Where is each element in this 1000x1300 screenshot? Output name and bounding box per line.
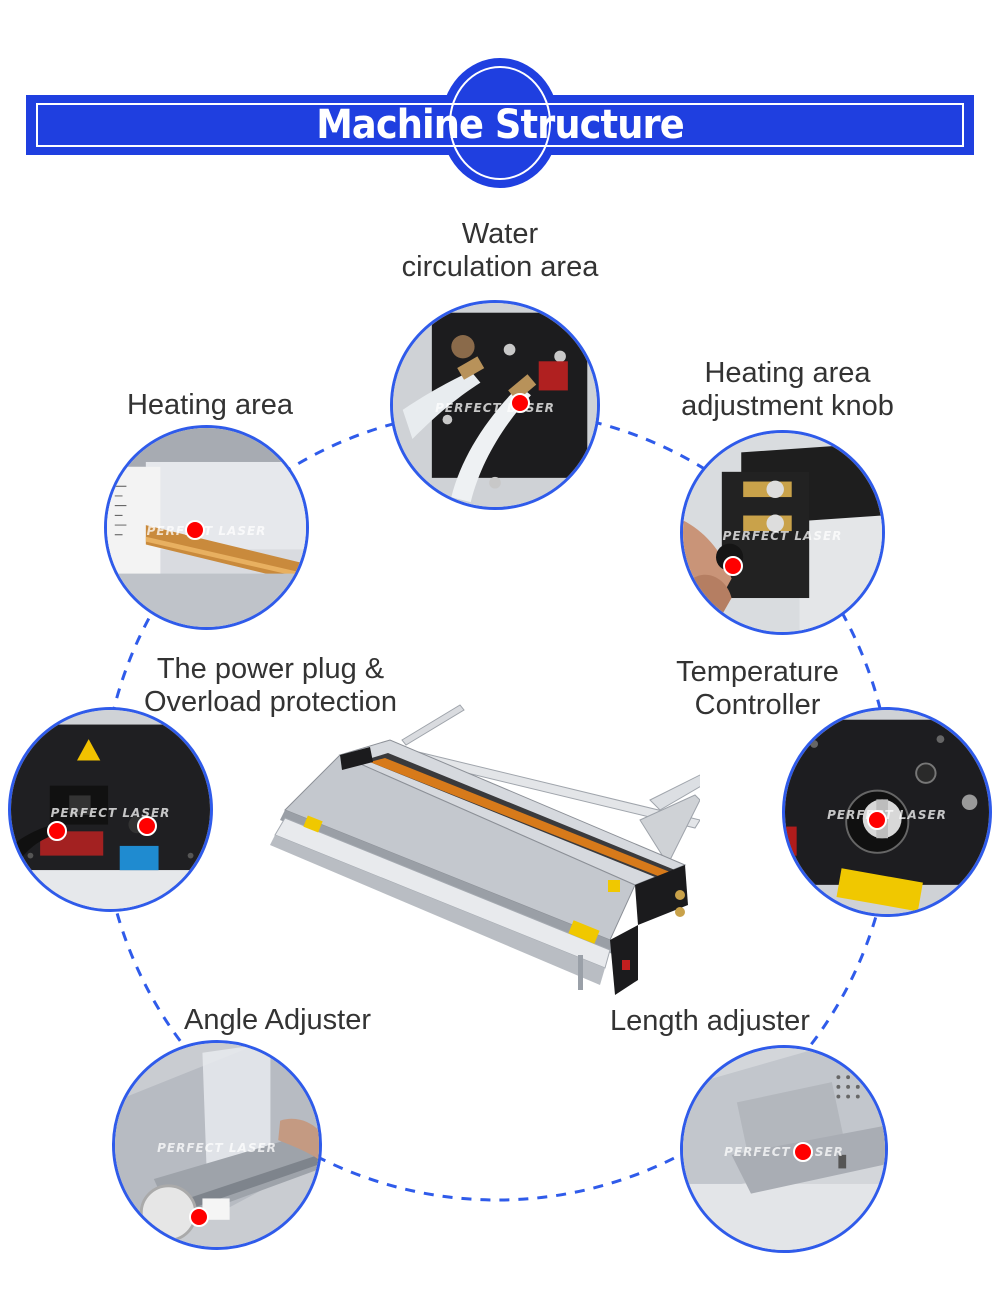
photo-power-plug: PERFECT LASER (8, 707, 213, 912)
page-title: Machine Structure (316, 102, 684, 148)
label-heating-area: Heating area (126, 389, 294, 421)
photo-angle-adjuster: PERFECT LASER (112, 1040, 322, 1250)
photo-adjustment-knob: PERFECT LASER (680, 430, 885, 635)
watermark-text: PERFECT LASER (827, 807, 947, 822)
marker-dot (47, 821, 67, 841)
marker-dot (137, 816, 157, 836)
watermark-text: PERFECT LASER (157, 1140, 277, 1155)
photo-heating-area: PERFECT LASER (104, 425, 309, 630)
watermark-text: PERFECT LASER (722, 528, 843, 543)
watermark-text: PERFECT LASER (435, 400, 555, 415)
marker-dot (510, 393, 530, 413)
watermark-text: PERFECT LASER (724, 1144, 844, 1159)
photo-temperature-controller: PERFECT LASER (782, 707, 992, 917)
marker-dot (185, 520, 205, 540)
watermark-text: PERFECT LASER (146, 523, 267, 538)
banner-disc-ring (449, 66, 551, 180)
marker-dot (723, 556, 743, 576)
label-angle-adjuster: Angle Adjuster (183, 1004, 371, 1036)
label-power-plug: The power plug &Overload protection (143, 653, 398, 718)
photo-length-adjuster: PERFECT LASER (680, 1045, 888, 1253)
watermark-text: PERFECT LASER (50, 805, 171, 820)
marker-dot (793, 1142, 813, 1162)
photo-water-circulation: PERFECT LASER (390, 300, 600, 510)
machine-illustration (270, 704, 700, 995)
marker-dot (867, 810, 887, 830)
marker-dot (189, 1207, 209, 1227)
label-length-adjuster: Length adjuster (610, 1005, 810, 1037)
